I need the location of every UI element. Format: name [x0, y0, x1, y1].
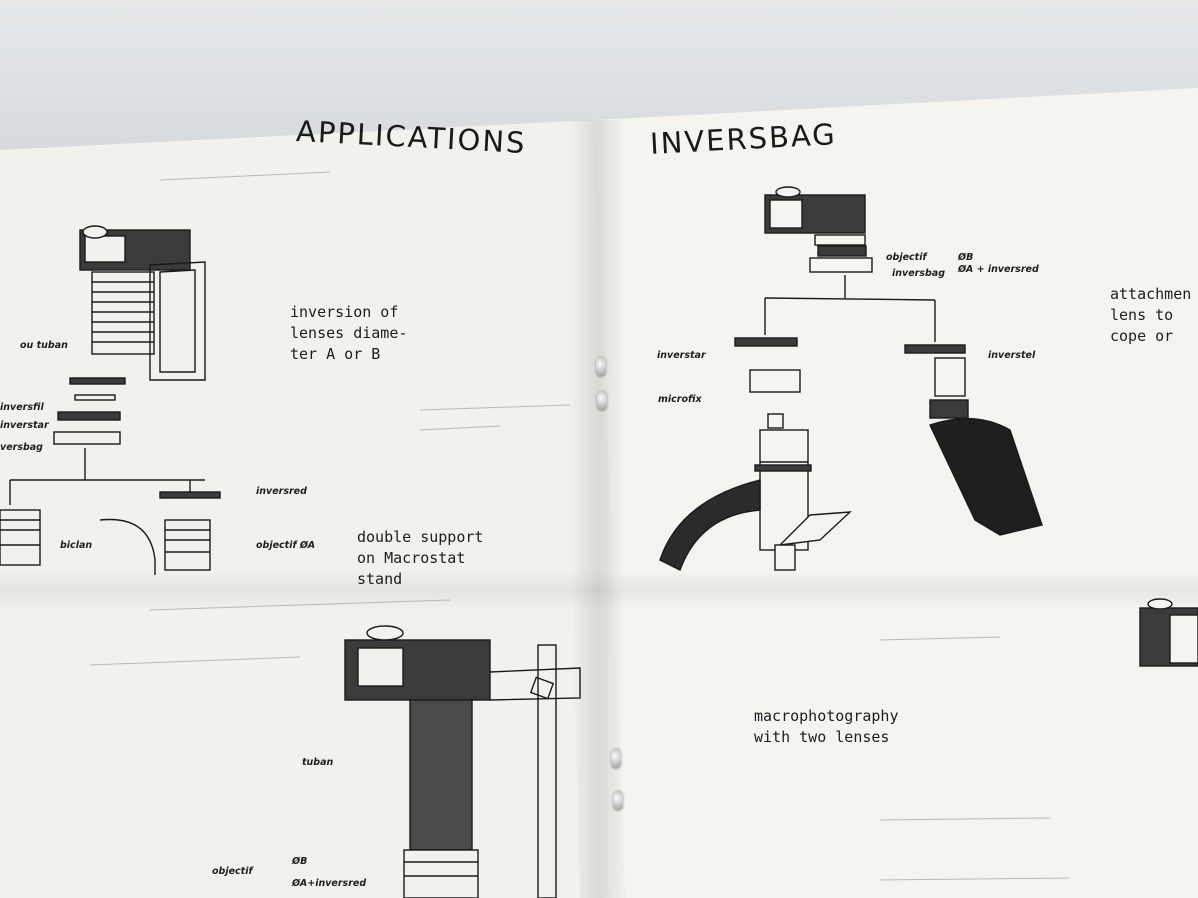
label-ou-tuban: ou tuban — [20, 340, 68, 351]
macrophotography-caption: macrophotography with two lenses — [754, 707, 899, 746]
label-tuban: tuban — [302, 757, 334, 768]
staple-top-2 — [597, 390, 607, 410]
bellows-camera-drawing — [0, 225, 221, 575]
double-support-caption: double support on Macrostat stand — [357, 528, 484, 588]
label-microfix: microfix — [658, 394, 702, 405]
inversion-caption: inversion of lenses diame- ter A or B — [290, 303, 408, 363]
edge-camera-drawing — [1139, 598, 1198, 667]
label-inversbag-right: inversbag — [892, 268, 946, 279]
label-inversfil: inversfil — [0, 402, 44, 413]
label-oa-inversred-right: ØA + inversred — [958, 264, 1039, 275]
attachment-caption: attachmen lens to cope or — [1110, 285, 1192, 345]
label-inverstar-left: inverstar — [0, 420, 49, 431]
label-ob-right: ØB — [958, 252, 974, 263]
label-objectif-a: objectif ØA — [256, 540, 316, 551]
label-objectif-right: objectif — [886, 252, 927, 263]
label-objectif-left: objectif — [212, 866, 253, 877]
label-inverstar-right: inverstar — [657, 350, 706, 361]
label-inversred: inversred — [256, 486, 307, 497]
label-biclan: biclan — [60, 540, 93, 551]
macrostat-camera-drawing — [344, 625, 581, 898]
label-oa-inversred-left: ØA+inversred — [292, 878, 367, 889]
staple-top-1 — [596, 356, 606, 376]
staple-bottom-2 — [613, 790, 623, 810]
label-inversbag-left: versbag — [0, 442, 43, 453]
inversbag-camera-drawing — [659, 186, 1043, 571]
label-ob-left: ØB — [292, 856, 308, 867]
staple-bottom-1 — [611, 748, 621, 768]
label-inverstel: inverstel — [988, 350, 1036, 361]
